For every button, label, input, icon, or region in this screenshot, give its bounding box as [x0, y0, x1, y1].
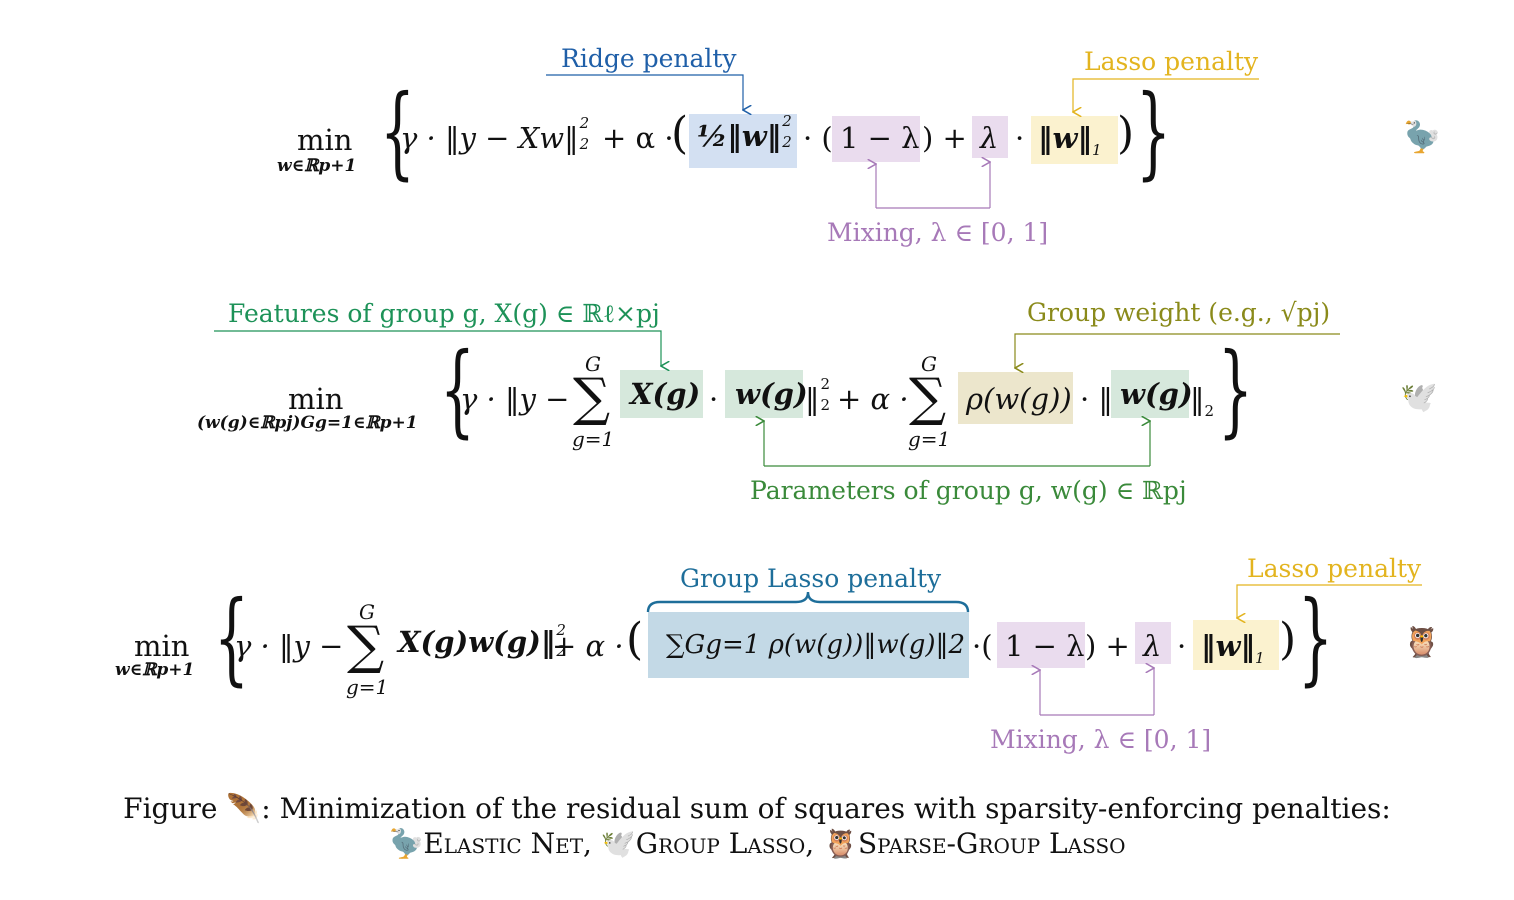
lasso3-highlight [1193, 620, 1279, 670]
eq2-sum2-top: G [921, 352, 937, 376]
owl-icon-caption: 🦉 [823, 827, 858, 860]
sparse-group-lasso-label: Sparse-Group Lasso [857, 827, 1126, 860]
eq1-min: min [297, 123, 353, 157]
eq3-lambda: λ [1143, 629, 1162, 663]
eq2-features-term: X(g) [630, 377, 701, 411]
eq2-sum-top: G [585, 352, 601, 376]
eq3-sum-top: G [359, 600, 375, 624]
group-weight-label: Group weight (e.g., √pj) [1027, 298, 1331, 327]
eq2-residual-start: γ · ‖y − [460, 382, 570, 416]
eq1-alpha: + α · [602, 121, 674, 155]
eq3-close-brace: } [1298, 579, 1333, 696]
eq2-param-term2: w(g) [1120, 377, 1193, 411]
lasso-highlight [1031, 116, 1118, 164]
elastic-net-label: Elastic Net, [423, 827, 592, 860]
eq2-min-subscript: (w(g)∈ℝpj)Gg=1∈ℝp+1 [197, 413, 418, 433]
lasso-penalty-label: Lasso penalty [1084, 47, 1259, 76]
feather-icon: 🪶 [226, 792, 262, 825]
eq3-alpha: + α · [552, 629, 624, 663]
eq2-norm2: ‖2 [1190, 382, 1215, 420]
eq3-group-lasso-term: ∑Gg=1 ρ(w(g))‖w(g)‖2 [666, 630, 966, 660]
features-label: Features of group g, X(g) ∈ ℝℓ×pj [228, 299, 660, 328]
param-highlight [725, 370, 803, 418]
parameters-label: Parameters of group g, w(g) ∈ ℝpj [750, 476, 1187, 505]
ridge-highlight [689, 114, 797, 168]
weight-highlight [958, 372, 1073, 424]
eq3-sum-bottom: g=1 [346, 675, 389, 699]
eq3-mixing-term: 1 − λ [1005, 629, 1085, 663]
lambda3-highlight [1135, 622, 1171, 664]
eq1-paren-open: ( [671, 108, 689, 159]
eq2-weight-term: ρ(w(g)) [966, 382, 1072, 416]
owl-icon: 🦉 [1403, 625, 1441, 660]
eq3-plus: ) + [1085, 629, 1130, 663]
eq1-open-brace: { [380, 73, 415, 190]
dove-icon: 🕊️ [1400, 380, 1438, 415]
dodo-icon-caption: 🦤 [388, 827, 424, 860]
eq2-sum-bottom: g=1 [572, 427, 615, 451]
eq1-mixing-term: 1 − λ [840, 121, 920, 155]
eq2-alpha: + α · [837, 382, 909, 416]
eq1-lambda: λ [980, 121, 999, 155]
eq3-dot: · [1177, 629, 1187, 663]
eq1-dot-open: · ( [803, 121, 833, 155]
lasso-penalty-label-3: Lasso penalty [1247, 554, 1422, 583]
eq2-close-brace: } [1218, 331, 1253, 448]
eq3-min: min [134, 629, 190, 663]
lambda-highlight [972, 116, 1008, 158]
group-lasso-highlight [648, 612, 969, 678]
eq2-min: min [288, 382, 344, 416]
eq3-paren-open: ( [626, 614, 644, 665]
features-highlight [620, 370, 703, 418]
dove-icon-caption: 🕊️ [600, 827, 636, 860]
eq3-min-subscript: w∈ℝp+1 [115, 660, 195, 680]
eq3-residual-start: γ · ‖y − [234, 629, 344, 663]
group-lasso-label: Group Lasso penalty [680, 564, 942, 593]
eq3-lasso-term: ‖w‖1 [1201, 629, 1265, 667]
group-lasso-caption-label: Group Lasso, [635, 827, 815, 860]
eq2-dot1: · [709, 382, 719, 416]
eq3-open-brace: { [214, 579, 249, 696]
mixing-label: Mixing, λ ∈ [0, 1] [827, 218, 1049, 247]
eq1-lasso-term: ‖w‖1 [1038, 121, 1102, 159]
eq2-param-term: w(g) [735, 377, 808, 411]
eq2-dot2: · ‖ [1080, 382, 1113, 416]
mixing3-highlight [997, 622, 1085, 668]
eq2-sum2-bottom: g=1 [908, 427, 951, 451]
eq1-paren-close: ) [1117, 108, 1135, 159]
mixing-label-3: Mixing, λ ∈ [0, 1] [990, 725, 1212, 754]
eq2-open-brace: { [440, 331, 475, 448]
eq3-paren-close: ) [1279, 614, 1297, 665]
mixing-highlight [832, 116, 920, 162]
eq1-dot: · [1015, 121, 1025, 155]
dodo-icon: 🦤 [1403, 120, 1441, 155]
figure-caption-line1: Figure 🪶: Minimization of the residual s… [123, 792, 1391, 825]
eq1-close-brace: } [1136, 73, 1171, 190]
eq3-dot-open: ·( [972, 629, 993, 663]
figure-caption-line2: 🦤Elastic Net, 🕊️Group Lasso, 🦉Sparse-Gro… [0, 827, 1514, 860]
eq1-min-subscript: w∈ℝp+1 [277, 156, 357, 176]
eq2-sigma2: ∑ [909, 368, 947, 428]
eq1-plus: ) + [922, 121, 967, 155]
param2-highlight [1111, 370, 1189, 418]
eq3-sigma: ∑ [347, 616, 385, 676]
eq2-sigma: ∑ [573, 368, 611, 428]
ridge-penalty-label: Ridge penalty [561, 44, 737, 73]
